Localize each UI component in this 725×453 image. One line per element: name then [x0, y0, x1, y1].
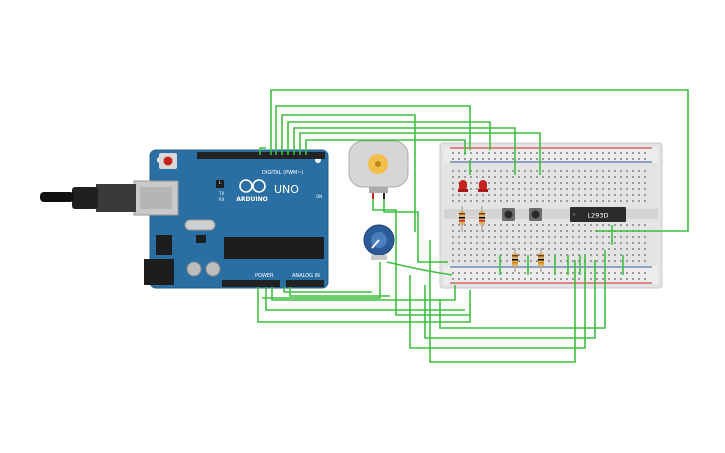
crystal	[184, 219, 216, 231]
wire[interactable]	[270, 89, 689, 232]
atmega-chip	[224, 237, 324, 259]
wire[interactable]	[386, 261, 453, 276]
lower-terminal-strip	[452, 222, 650, 262]
resistor-4[interactable]	[538, 248, 544, 272]
arduino-brand-label: ARDUINO	[236, 196, 267, 203]
arduino-uno-board[interactable]: ARDUINO UNO DIGITAL (PWM~) POWER ANALOG …	[133, 149, 329, 289]
center-channel	[444, 209, 658, 219]
analog-label: ANALOG IN	[292, 273, 320, 279]
chip-label: L293D	[587, 212, 608, 220]
wire[interactable]	[409, 255, 586, 349]
led-red-2[interactable]	[478, 180, 488, 192]
wire[interactable]	[259, 147, 266, 155]
on-label: ON	[316, 194, 322, 199]
resistor-2[interactable]	[479, 206, 485, 232]
capacitor-1	[186, 261, 202, 277]
wire[interactable]	[257, 287, 471, 323]
wire[interactable]	[262, 262, 381, 299]
wire[interactable]	[283, 287, 372, 293]
power-header[interactable]	[222, 280, 280, 287]
arduino-model-label: UNO	[274, 183, 299, 196]
potentiometer[interactable]	[363, 224, 395, 260]
arduino-logo-icon	[239, 179, 266, 193]
wire[interactable]	[289, 287, 390, 297]
wire[interactable]	[305, 139, 466, 155]
breadboard[interactable]	[439, 142, 663, 289]
led-l-label: L	[219, 180, 222, 185]
wire[interactable]	[281, 114, 416, 232]
capacitor-2	[205, 261, 221, 277]
wire[interactable]	[429, 240, 576, 363]
wire[interactable]	[287, 121, 491, 155]
wire[interactable]	[299, 132, 541, 175]
reset-button[interactable]	[159, 153, 177, 169]
jumper-wires[interactable]	[257, 89, 689, 363]
power-jack	[144, 259, 174, 285]
resistor-1[interactable]	[459, 206, 465, 232]
potentiometer-knob-icon	[371, 239, 380, 249]
push-button-2[interactable]	[529, 208, 542, 221]
wire[interactable]	[439, 250, 606, 329]
digital-label: DIGITAL (PWM~)	[262, 170, 304, 176]
usb-port	[133, 180, 179, 216]
push-button-1[interactable]	[502, 208, 515, 221]
usb-cable	[40, 184, 136, 212]
analog-header[interactable]	[286, 280, 324, 287]
l293d-chip[interactable]: L293D	[570, 207, 626, 222]
led-red-1[interactable]	[458, 180, 468, 192]
wire[interactable]	[424, 260, 596, 339]
led-rx-label: RX	[219, 197, 225, 202]
wire[interactable]	[372, 199, 470, 316]
voltage-regulator	[156, 235, 172, 255]
led-tx-label: TX	[218, 191, 224, 196]
resistor-3[interactable]	[512, 248, 518, 272]
wire[interactable]	[271, 285, 456, 301]
wire[interactable]	[293, 127, 516, 175]
wire[interactable]	[265, 287, 465, 311]
power-label: POWER	[255, 273, 274, 279]
digital-header[interactable]	[197, 152, 325, 159]
wire[interactable]	[383, 199, 448, 263]
dc-motor[interactable]	[348, 140, 409, 199]
